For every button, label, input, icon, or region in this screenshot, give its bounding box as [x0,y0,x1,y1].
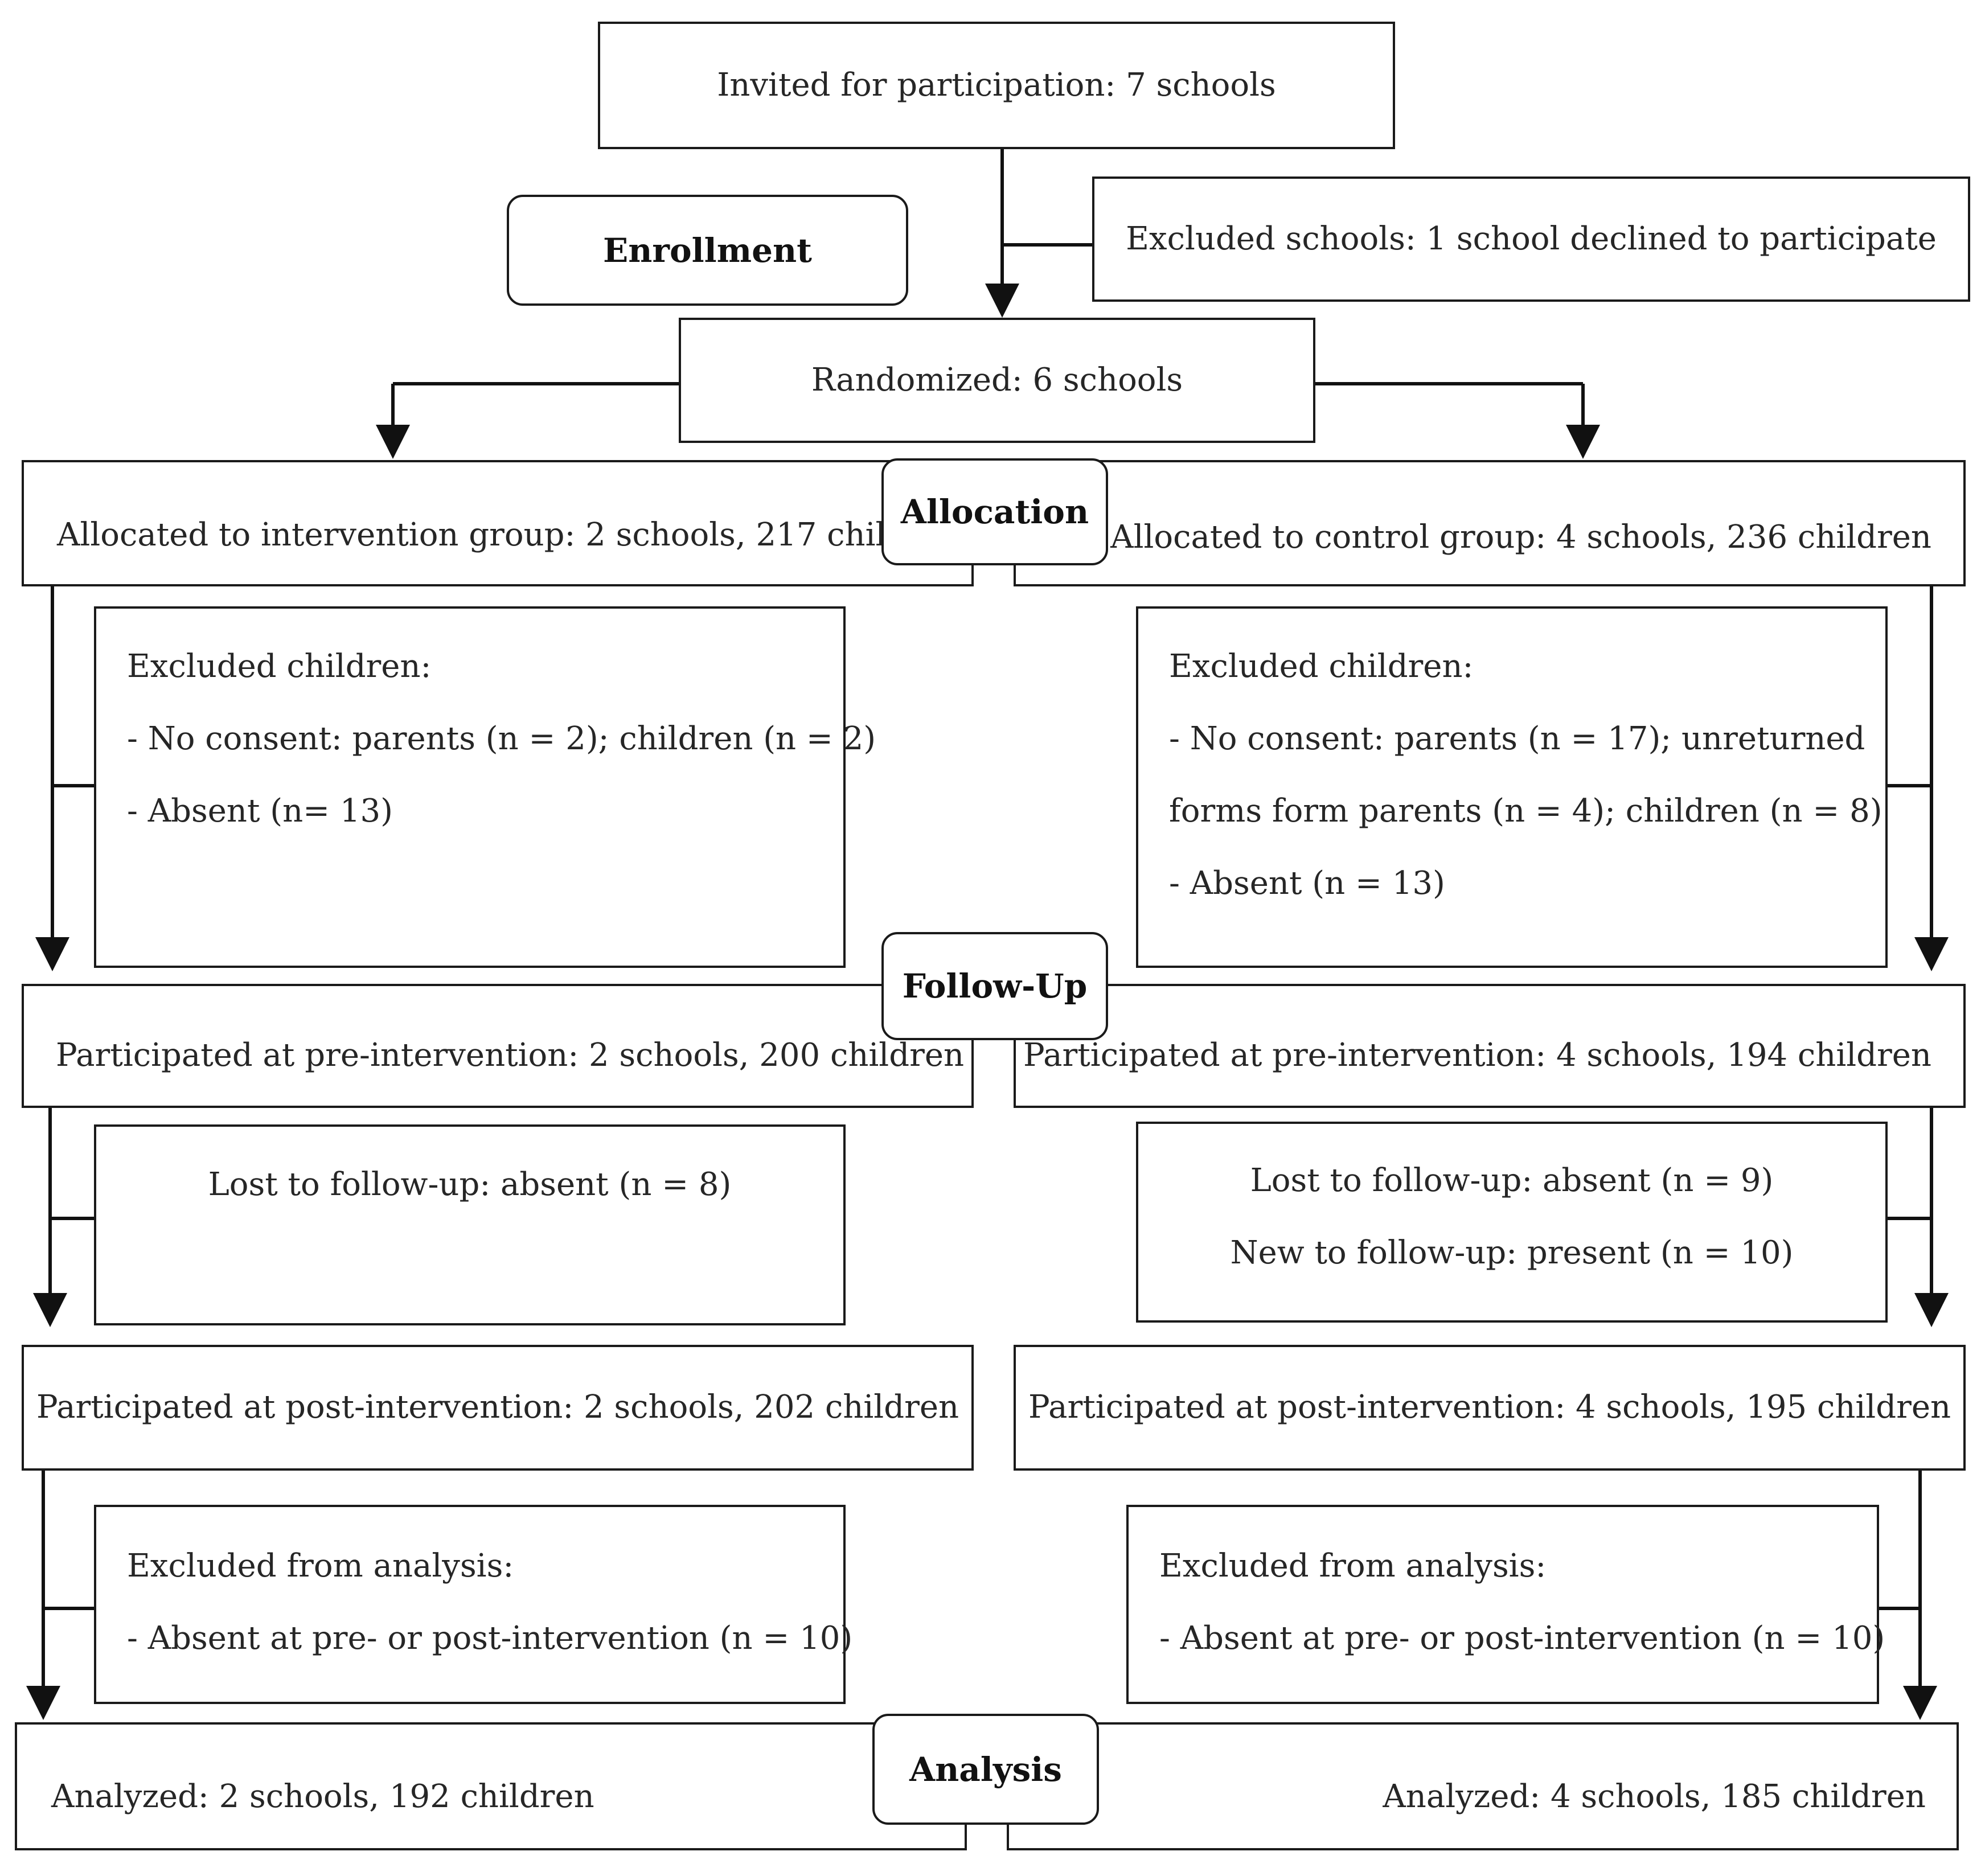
control-allocated-box: Allocated to control group: 4 schools, 2… [1014,460,1966,586]
control-excluded-line2: forms form parents (n = 4); children (n … [1169,793,1883,830]
control-excl-analysis-title: Excluded from analysis: [1159,1547,1547,1584]
intervention-excl-analysis-line: - Absent at pre- or post-intervention (n… [127,1620,853,1657]
excluded-schools-box: Excluded schools: 1 school declined to p… [1092,176,1970,302]
intervention-excluded-box: Excluded children: - No consent: parents… [94,606,876,968]
stage-enrollment: Enrollment [507,195,908,306]
control-excluded-line3: - Absent (n = 13) [1169,865,1445,902]
intervention-lost-text: Lost to follow-up: absent (n = 8) [208,1166,732,1203]
intervention-lost-box: Lost to follow-up: absent (n = 8) [94,1124,846,1325]
intervention-excl-analysis-box: Excluded from analysis: - Absent at pre-… [94,1505,852,1704]
control-allocated-text: Allocated to control group: 4 schools, 2… [1110,519,1931,556]
control-post-box: Participated at post-intervention: 4 sch… [1014,1345,1966,1471]
stage-allocation-label: Allocation [900,492,1089,531]
intervention-allocated-text: Allocated to intervention group: 2 schoo… [57,516,961,553]
stage-analysis-label: Analysis [909,1750,1062,1789]
intervention-analyzed-text: Analyzed: 2 schools, 192 children [51,1778,594,1815]
intervention-pre-box: Participated at pre-intervention: 2 scho… [22,984,974,1108]
intervention-excluded-title: Excluded children: [127,648,432,685]
control-excl-analysis-box: Excluded from analysis: - Absent at pre-… [1126,1505,1885,1704]
control-analyzed-text: Analyzed: 4 schools, 185 children [1383,1778,1926,1815]
control-lost-box: Lost to follow-up: absent (n = 9) New to… [1136,1122,1888,1323]
control-pre-text: Participated at pre-intervention: 4 scho… [1023,1037,1931,1074]
intervention-excluded-line1: - No consent: parents (n = 2); children … [127,720,876,757]
intervention-allocated-box: Allocated to intervention group: 2 schoo… [22,460,974,586]
stage-follow-up-label: Follow-Up [902,967,1088,1005]
control-pre-box: Participated at pre-intervention: 4 scho… [1014,984,1966,1108]
control-excl-analysis-line: - Absent at pre- or post-intervention (n… [1159,1620,1885,1657]
randomized-box: Randomized: 6 schools [679,318,1315,443]
stage-follow-up: Follow-Up [881,932,1108,1040]
intervention-analyzed-box: Analyzed: 2 schools, 192 children [15,1722,967,1850]
excluded-schools-text: Excluded schools: 1 school declined to p… [1126,220,1937,257]
randomized-text: Randomized: 6 schools [811,361,1183,399]
invited-box: Invited for participation: 7 schools [598,22,1395,149]
intervention-excl-analysis-title: Excluded from analysis: [127,1547,514,1584]
control-post-text: Participated at post-intervention: 4 sch… [1028,1389,1951,1426]
intervention-excluded-line2: - Absent (n= 13) [127,793,393,830]
control-lost-text: Lost to follow-up: absent (n = 9) [1250,1162,1774,1199]
invited-text: Invited for participation: 7 schools [717,66,1276,104]
control-new-text: New to follow-up: present (n = 10) [1230,1234,1794,1271]
stage-enrollment-label: Enrollment [603,231,812,270]
stage-analysis: Analysis [872,1714,1099,1825]
control-excluded-line1: - No consent: parents (n = 17); unreturn… [1169,720,1865,757]
control-analyzed-box: Analyzed: 4 schools, 185 children [1007,1722,1959,1850]
control-excluded-title: Excluded children: [1169,648,1474,685]
intervention-pre-text: Participated at pre-intervention: 2 scho… [56,1037,965,1074]
stage-allocation: Allocation [881,458,1108,565]
control-excluded-box: Excluded children: - No consent: parents… [1136,606,1888,968]
intervention-post-box: Participated at post-intervention: 2 sch… [22,1345,974,1471]
intervention-post-text: Participated at post-intervention: 2 sch… [36,1389,959,1426]
